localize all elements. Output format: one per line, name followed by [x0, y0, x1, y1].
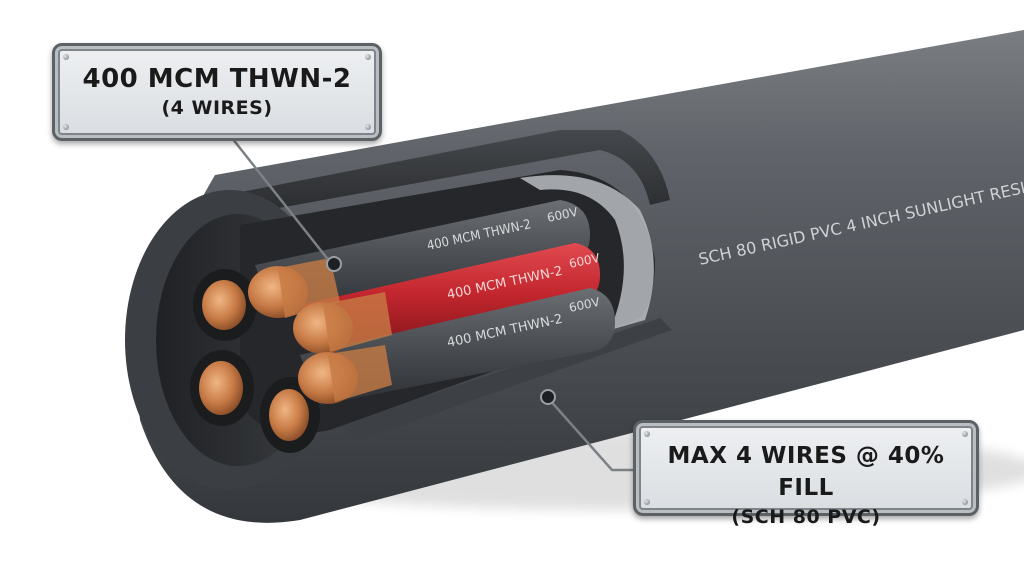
conduit-fill-callout: MAX 4 WIRES @ 40% FILL (SCH 80 PVC)	[633, 420, 979, 528]
wire-spec-callout: 400 MCM THWN-2 (4 WIRES)	[52, 43, 382, 141]
wire-bottom-copper-body	[328, 345, 392, 402]
bolt-icon	[365, 54, 371, 60]
bolt-icon	[644, 499, 650, 505]
callout-conduit-leader	[547, 397, 636, 472]
conduit-wall-cut-top	[200, 130, 670, 215]
wire-end-copper-3	[269, 389, 309, 441]
bolt-icon	[644, 431, 650, 437]
wire-spec-count: (4 WIRES)	[161, 97, 273, 119]
bolt-icon	[63, 124, 69, 130]
wire-spec-title: 400 MCM THWN-2	[82, 64, 352, 94]
wire-end-copper-1	[202, 280, 246, 330]
wire-middle-copper-body	[323, 292, 392, 352]
bolt-icon	[962, 431, 968, 437]
callout-wire-leader	[231, 137, 331, 263]
wire-top-rating: 600V	[546, 205, 580, 225]
conduit-fill-title: MAX 4 WIRES @ 40% FILL	[667, 443, 945, 501]
bolt-icon	[63, 54, 69, 60]
callout-wire-marker	[326, 256, 342, 272]
wire-middle-rating: 600V	[568, 251, 602, 271]
wire-bottom-rating: 600V	[568, 295, 602, 315]
callout-conduit-marker	[540, 389, 556, 405]
conduit-inner-liner	[520, 175, 654, 330]
wire-end-copper-2	[199, 361, 243, 415]
conduit-fill-type: (SCH 80 PVC)	[731, 506, 881, 528]
bolt-icon	[962, 499, 968, 505]
bolt-icon	[365, 124, 371, 130]
wire-top-insulation	[255, 200, 590, 318]
